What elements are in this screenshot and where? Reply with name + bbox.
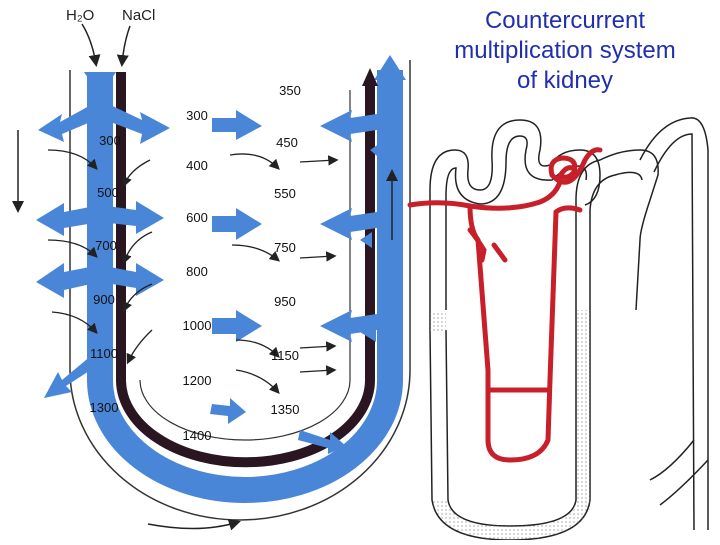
mid-value: 300 bbox=[186, 108, 208, 123]
desc-value: 700 bbox=[95, 238, 117, 253]
fluid-outflow-arrow bbox=[374, 55, 406, 80]
diffusion-arrows bbox=[47, 149, 339, 394]
bottom-arrow bbox=[147, 518, 241, 531]
asc-value: 950 bbox=[274, 294, 296, 309]
desc-value: 1100 bbox=[90, 346, 118, 361]
descending-values: 300 500 700 900 1100 1300 bbox=[90, 133, 121, 415]
salt-tube bbox=[116, 72, 375, 468]
vasa-recta bbox=[475, 209, 559, 463]
fluid-inflow-arrow bbox=[84, 72, 116, 96]
asc-value: 350 bbox=[279, 83, 301, 98]
middle-values: 300 400 600 800 1000 1200 1400 bbox=[183, 108, 212, 443]
water-in-arrow bbox=[81, 23, 101, 67]
ascending-arrows bbox=[210, 110, 390, 454]
mid-value: 400 bbox=[186, 158, 208, 173]
salt-outflow-arrow bbox=[362, 68, 378, 86]
convoluted-tubule bbox=[429, 119, 601, 310]
desc-value: 300 bbox=[99, 133, 121, 148]
ascending-values: 350 450 550 750 950 1150 1350 bbox=[271, 83, 301, 417]
title-line: Countercurrent bbox=[484, 7, 646, 34]
mid-value: 1000 bbox=[183, 318, 212, 333]
asc-value: 550 bbox=[274, 186, 296, 201]
asc-value: 1150 bbox=[271, 348, 299, 363]
asc-value: 750 bbox=[274, 240, 296, 255]
salt-in-arrow bbox=[116, 25, 131, 67]
mid-value: 1400 bbox=[183, 428, 212, 443]
collecting-duct bbox=[639, 117, 709, 530]
loop-inner-outline bbox=[139, 90, 351, 441]
efferent-arteriole bbox=[407, 179, 563, 211]
flow-direction-arrows bbox=[12, 23, 398, 531]
stippled-segment bbox=[430, 312, 446, 332]
loop-of-henle bbox=[69, 55, 411, 521]
ascending-limb bbox=[575, 149, 659, 311]
salt-label: NaCl bbox=[122, 7, 155, 24]
desc-value: 500 bbox=[97, 185, 119, 200]
descending-water-arrows bbox=[36, 100, 170, 398]
title-line: multiplication system bbox=[454, 37, 676, 64]
asc-value: 1350 bbox=[271, 402, 300, 417]
stippled-segment bbox=[576, 310, 590, 510]
desc-value: 900 bbox=[93, 292, 115, 307]
water-label: H₂O bbox=[66, 7, 94, 24]
capillary-network bbox=[407, 147, 603, 463]
asc-value: 450 bbox=[276, 135, 298, 150]
fluid-loop bbox=[87, 70, 403, 503]
stippled-loop bbox=[432, 500, 590, 540]
mid-value: 600 bbox=[186, 210, 208, 225]
title-line: of kidney bbox=[516, 67, 614, 94]
descending-limb bbox=[429, 310, 591, 541]
desc-value: 1300 bbox=[90, 400, 119, 415]
mid-value: 800 bbox=[186, 264, 208, 279]
glomerulus bbox=[548, 155, 578, 180]
mid-value: 1200 bbox=[183, 373, 212, 388]
page-title: Countercurrent multiplication system of … bbox=[430, 6, 700, 96]
